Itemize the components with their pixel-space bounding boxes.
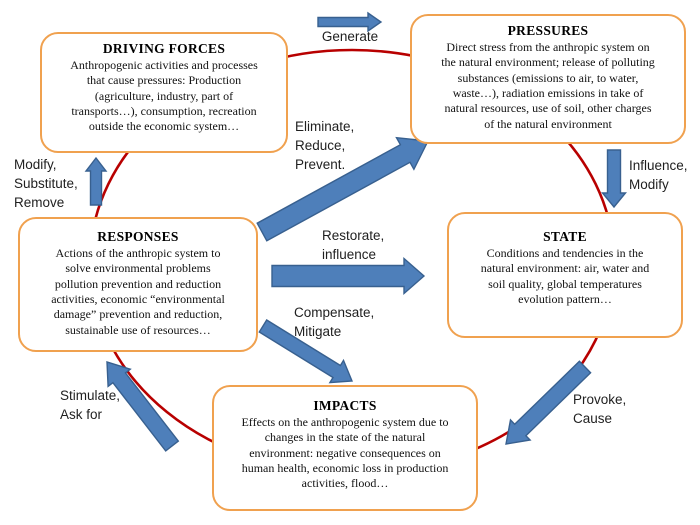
generate-label: Generate: [321, 29, 379, 44]
impacts-body: Effects on the anthropogenic system due …: [241, 414, 449, 491]
state-title: STATE: [543, 229, 587, 244]
driving-forces-body: Anthropogenic activities and processes t…: [70, 57, 258, 134]
compensate-mitigate-label: Compensate, Mitigate: [294, 305, 375, 339]
compensate-mitigate-arrow: [258, 319, 354, 384]
influence-modify-label: Influence, Modify: [629, 158, 688, 192]
responses-body: Actions of the anthropic system to solve…: [51, 245, 225, 337]
restorate-influence-arrow: [271, 256, 426, 296]
responses-title: RESPONSES: [97, 229, 179, 244]
modify-substitute-remove-label: Modify, Substitute, Remove: [14, 157, 78, 210]
provoke-cause-label: Provoke, Cause: [573, 392, 627, 426]
responses-box: RESPONSES Actions of the anthropic syste…: [18, 217, 258, 352]
driving-forces-box: DRIVING FORCES Anthropogenic activities …: [40, 32, 288, 153]
generate-arrow: [317, 11, 383, 33]
restorate-influence-label: Restorate, influence: [322, 228, 385, 262]
stimulate-ask-for-arrow: [106, 361, 180, 452]
pressures-body: Direct stress from the anthropic system …: [441, 39, 655, 131]
stimulate-ask-for-label: Stimulate, Ask for: [60, 388, 121, 422]
provoke-cause-arrow: [505, 360, 592, 445]
state-body: Conditions and tendencies in the natural…: [480, 245, 650, 306]
modify-substitute-remove-arrow: [84, 156, 108, 206]
influence-modify-arrow: [601, 149, 627, 209]
state-box: STATE Conditions and tendencies in the n…: [447, 212, 683, 338]
impacts-title: IMPACTS: [313, 398, 377, 413]
driving-forces-title: DRIVING FORCES: [102, 41, 226, 56]
eliminate-reduce-prevent-label: Eliminate, Reduce, Prevent.: [295, 119, 355, 172]
impacts-box: IMPACTS Effects on the anthropogenic sys…: [212, 385, 478, 511]
pressures-box: PRESSURES Direct stress from the anthrop…: [410, 14, 686, 144]
eliminate-reduce-prevent-arrow: [256, 136, 430, 242]
pressures-title: PRESSURES: [507, 23, 589, 38]
